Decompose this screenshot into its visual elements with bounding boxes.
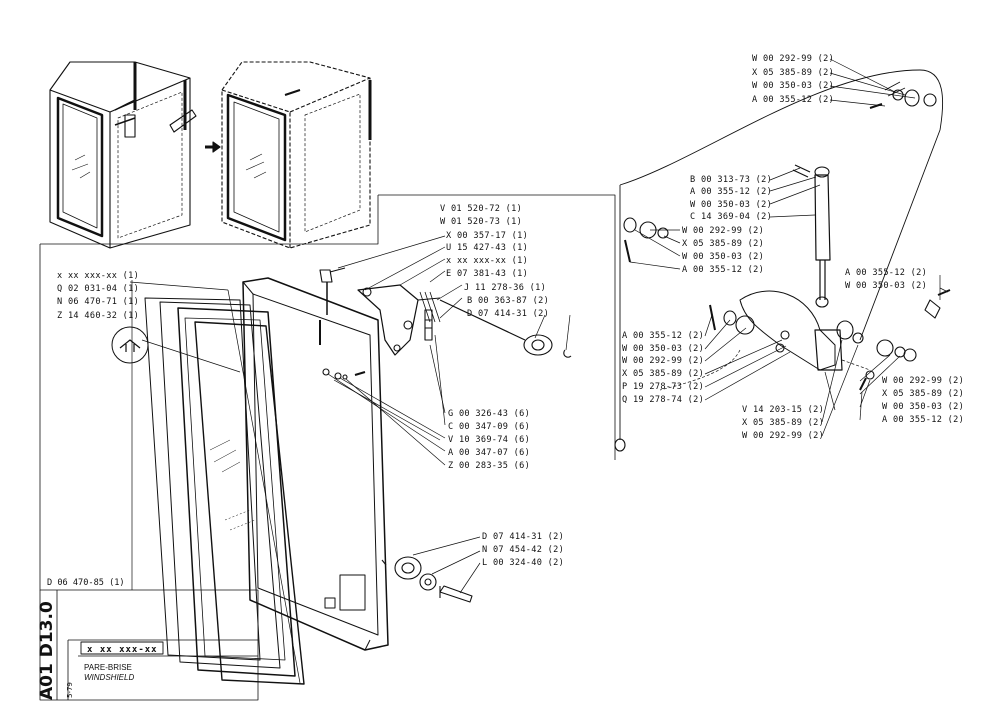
strut-leader-lines <box>629 58 949 437</box>
windshield-layers <box>129 280 305 685</box>
part-label: N 07 454-42 (2) <box>482 545 565 555</box>
part-label: X 05 385-89 (2) <box>682 239 765 249</box>
part-label: W 00 350-03 (2) <box>690 200 773 210</box>
part-label: Z 00 283-35 (6) <box>448 461 531 471</box>
part-label: W 00 292-99 (2) <box>622 356 705 366</box>
part-label: W 00 350-03 (2) <box>622 344 705 354</box>
part-label: B 00 313-73 (2) <box>690 175 773 185</box>
part-label: A 00 347-07 (6) <box>448 448 531 458</box>
title-block-border <box>39 589 259 701</box>
part-label: A 00 355-12 (2) <box>622 331 705 341</box>
part-label: W 01 520-73 (1) <box>440 217 523 227</box>
part-label: A 00 355-12 (2) <box>690 187 773 197</box>
part-label: W 00 292-99 (2) <box>882 376 965 386</box>
part-label: W 00 292-99 (2) <box>752 54 835 64</box>
part-label: Q 19 278-74 (2) <box>622 395 705 405</box>
part-label: Z 14 460-32 (1) <box>57 311 140 321</box>
part-label: X 05 385-89 (2) <box>742 418 825 428</box>
part-label: W 00 350-03 (2) <box>752 81 835 91</box>
hinge-box-border <box>378 194 616 460</box>
arrow-head-icon <box>212 141 221 153</box>
part-label: Q 02 031-04 (1) <box>57 284 140 294</box>
part-label: E 07 381-43 (1) <box>446 269 529 279</box>
part-label: G 00 326-43 (6) <box>448 409 531 419</box>
lower-hinge-assembly <box>381 536 481 603</box>
page-code: A01 D13.0 <box>37 601 57 700</box>
part-label: X 00 357-17 (1) <box>446 231 529 241</box>
frame-part-label: D 06 470-85 (1) <box>47 578 125 588</box>
part-label: A 00 355-12 (2) <box>752 95 835 105</box>
title-english: WINDSHIELD <box>84 673 135 682</box>
part-label: W 00 350-03 (2) <box>845 281 928 291</box>
part-label: x xx xxx-xx (1) <box>57 271 140 281</box>
part-label: V 14 203-15 (2) <box>742 405 825 415</box>
part-label: A 00 355-12 (2) <box>682 265 765 275</box>
part-label: W 00 292-99 (2) <box>682 226 765 236</box>
part-label: C 14 369-04 (2) <box>690 212 773 222</box>
part-label: W 00 350-03 (2) <box>882 402 965 412</box>
page-date: 5-79 <box>66 682 74 698</box>
part-label: X 05 385-89 (2) <box>622 369 705 379</box>
part-label: J 11 278-36 (1) <box>464 283 547 293</box>
sketch-divider <box>40 195 379 245</box>
clip-detail-circle <box>111 326 149 364</box>
hinge-leader-lines <box>327 235 571 466</box>
part-label: V 01 520-72 (1) <box>440 204 523 214</box>
part-label: C 00 347-09 (6) <box>448 422 531 432</box>
part-label: W 00 292-99 (2) <box>742 431 825 441</box>
cab-sketch-before <box>49 61 197 249</box>
windshield-frame <box>242 277 389 651</box>
cab-sketch-after <box>221 61 372 249</box>
part-label: V 10 369-74 (6) <box>448 435 531 445</box>
part-label: D 07 414-31 (2) <box>482 532 565 542</box>
part-label: B 00 363-87 (2) <box>467 296 550 306</box>
part-label: U 15 427-43 (1) <box>446 243 529 253</box>
part-label: P 19 278-73 (2) <box>622 382 705 392</box>
part-label: X 05 385-89 (2) <box>752 68 835 78</box>
part-label: A 00 355-12 (2) <box>845 268 928 278</box>
part-label: D 07 414-31 (2) <box>467 309 550 319</box>
reference-number: x xx xxx-xx <box>87 645 158 655</box>
part-label: W 00 350-03 (2) <box>682 252 765 262</box>
part-label: x xx xxx-xx (1) <box>446 256 529 266</box>
part-label: L 00 324-40 (2) <box>482 558 565 568</box>
part-label: X 05 385-89 (2) <box>882 389 965 399</box>
upper-hinge-assembly <box>319 267 572 380</box>
part-label: N 06 470-71 (1) <box>57 297 140 307</box>
title-french: PARE-BRISE <box>84 663 132 672</box>
gas-strut-assembly <box>614 69 951 452</box>
part-label: A 00 355-12 (2) <box>882 415 965 425</box>
